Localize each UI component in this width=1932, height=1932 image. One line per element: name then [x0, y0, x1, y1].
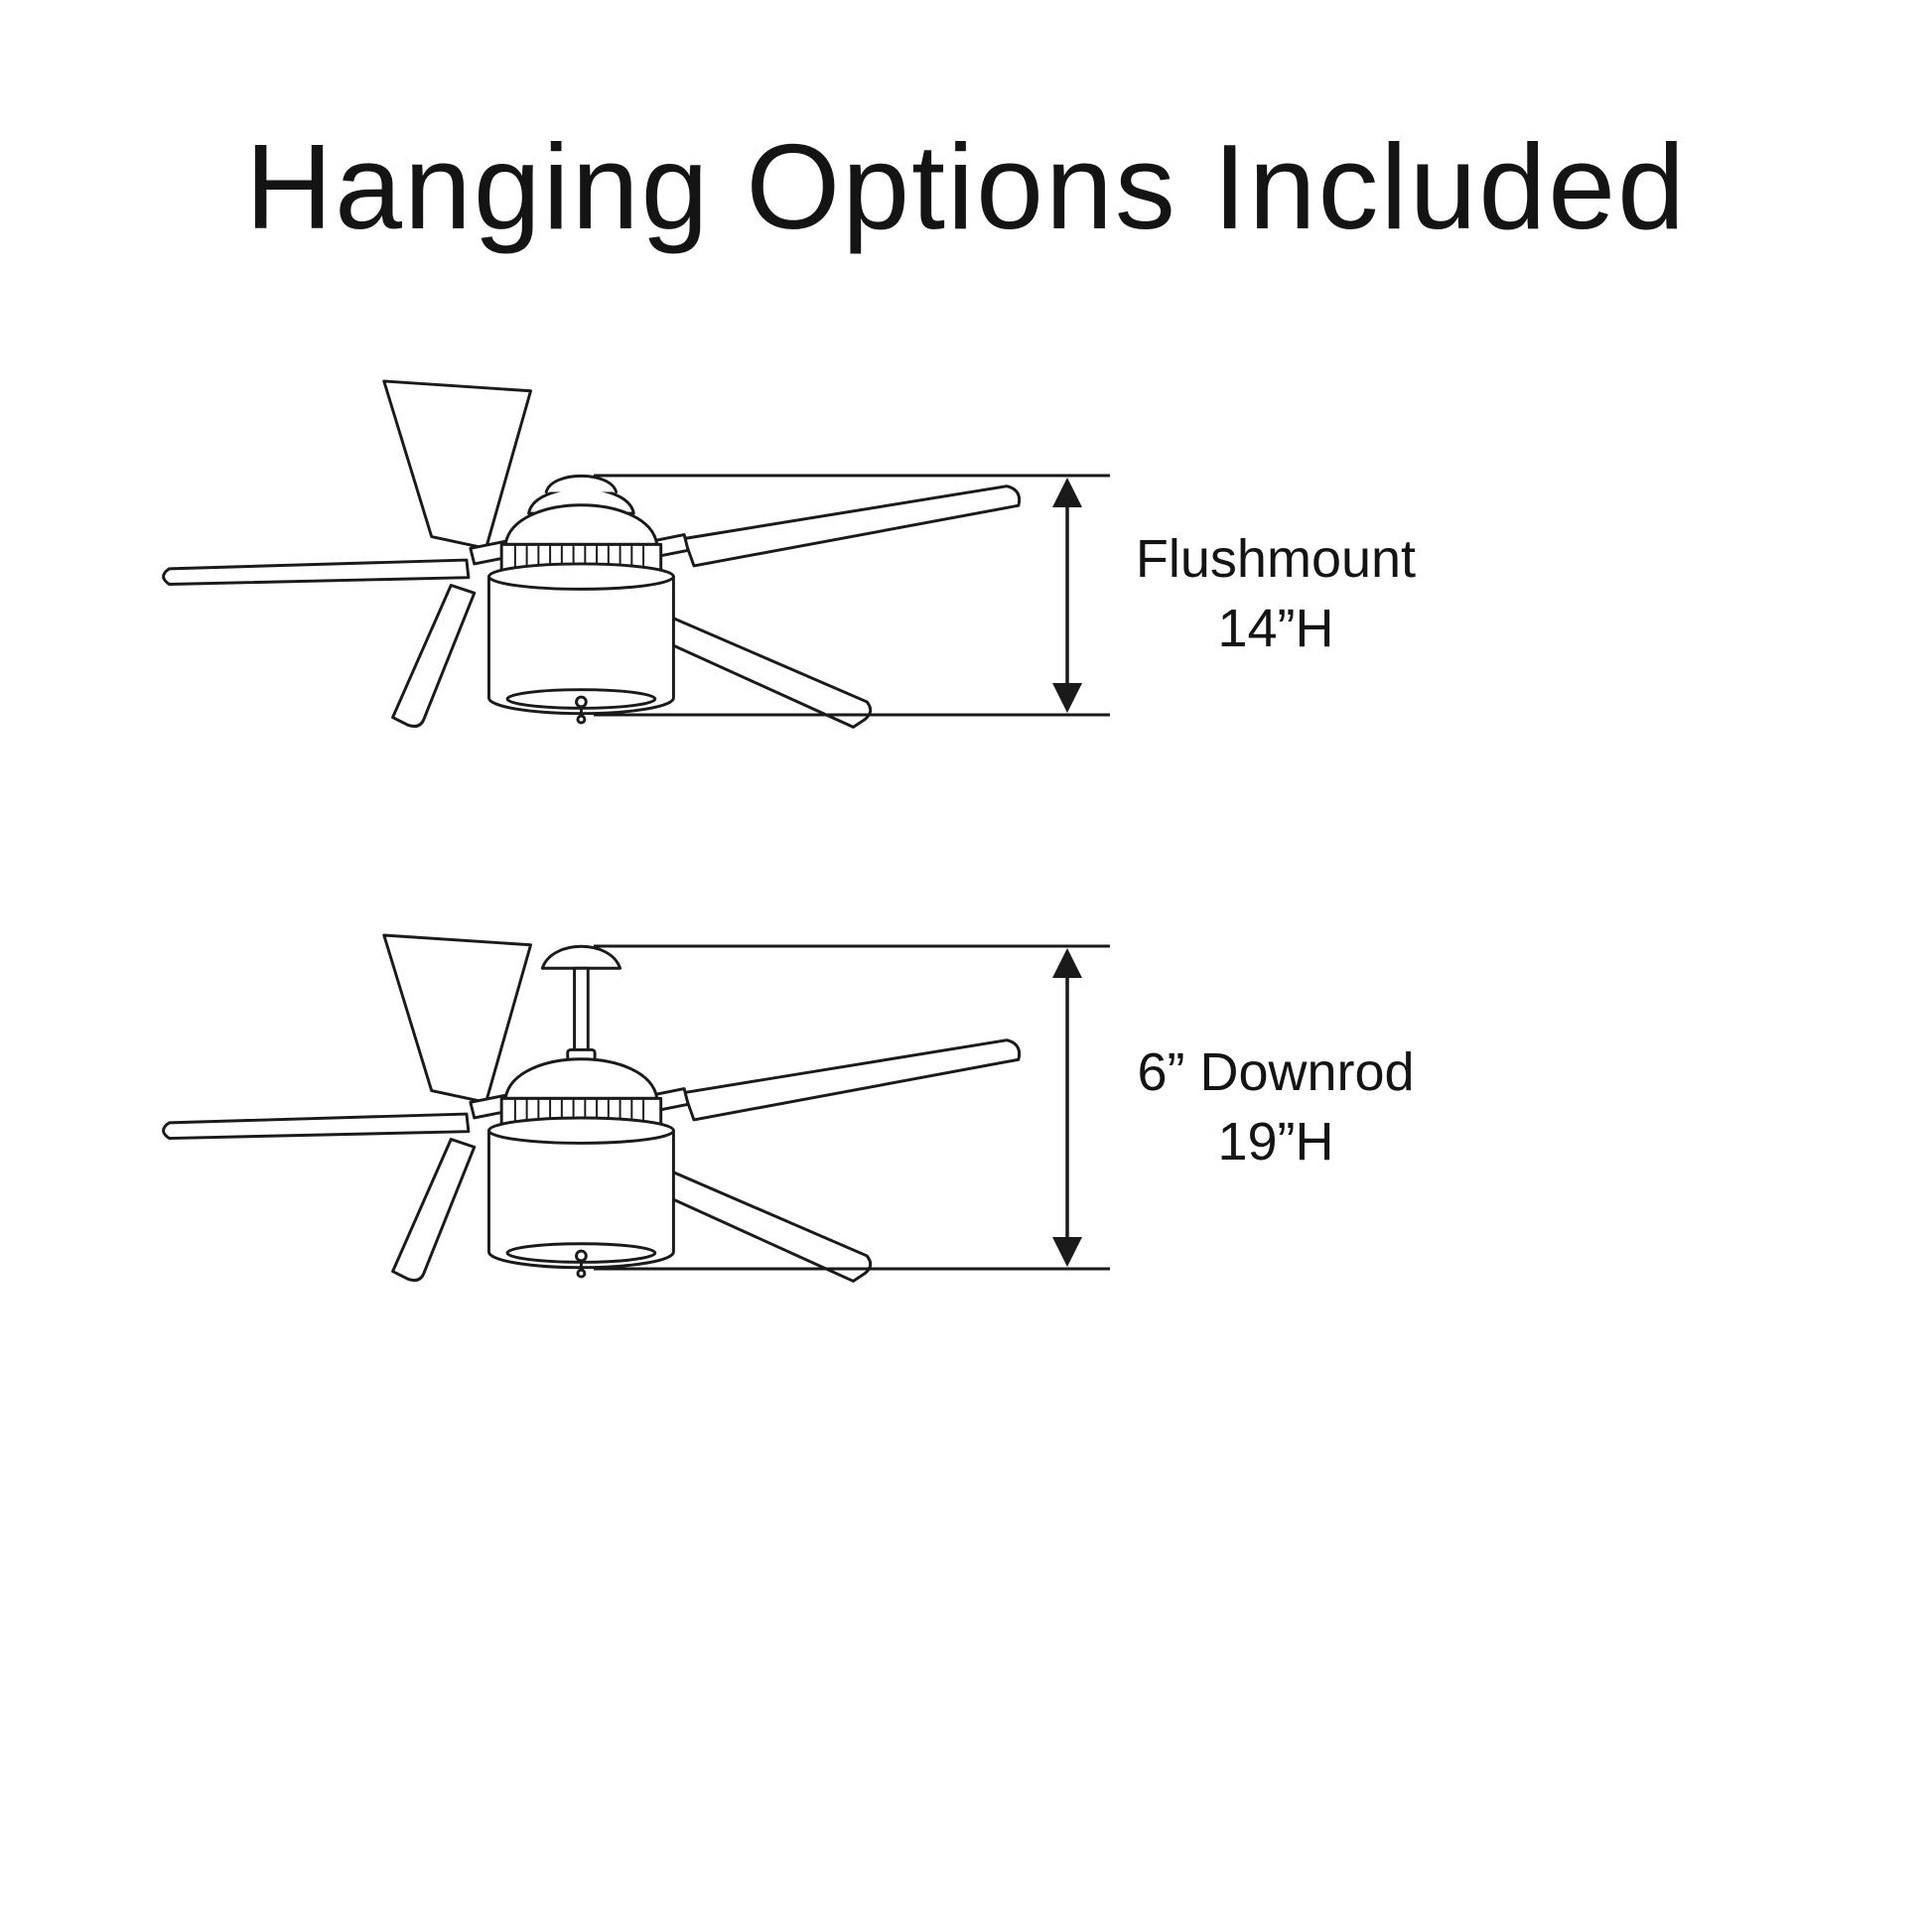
arrowhead-up-icon	[1052, 948, 1082, 978]
option-name: Flushmount	[1135, 529, 1417, 589]
dimension-arrow-downrod	[594, 944, 1110, 1271]
option-height: 14”H	[1217, 599, 1334, 659]
option-name: 6” Downrod	[1137, 1042, 1415, 1102]
dimension-arrow-flushmount	[594, 474, 1110, 717]
page-title: Hanging Options Included	[245, 119, 1687, 254]
dimension-label-flushmount: Flushmount 14”H	[1112, 524, 1440, 663]
arrowhead-down-icon	[1052, 1237, 1082, 1267]
dimension-label-downrod: 6” Downrod 19”H	[1112, 1037, 1440, 1176]
arrowhead-up-icon	[1052, 478, 1082, 507]
option-height: 19”H	[1217, 1112, 1334, 1173]
arrowhead-down-icon	[1052, 683, 1082, 713]
